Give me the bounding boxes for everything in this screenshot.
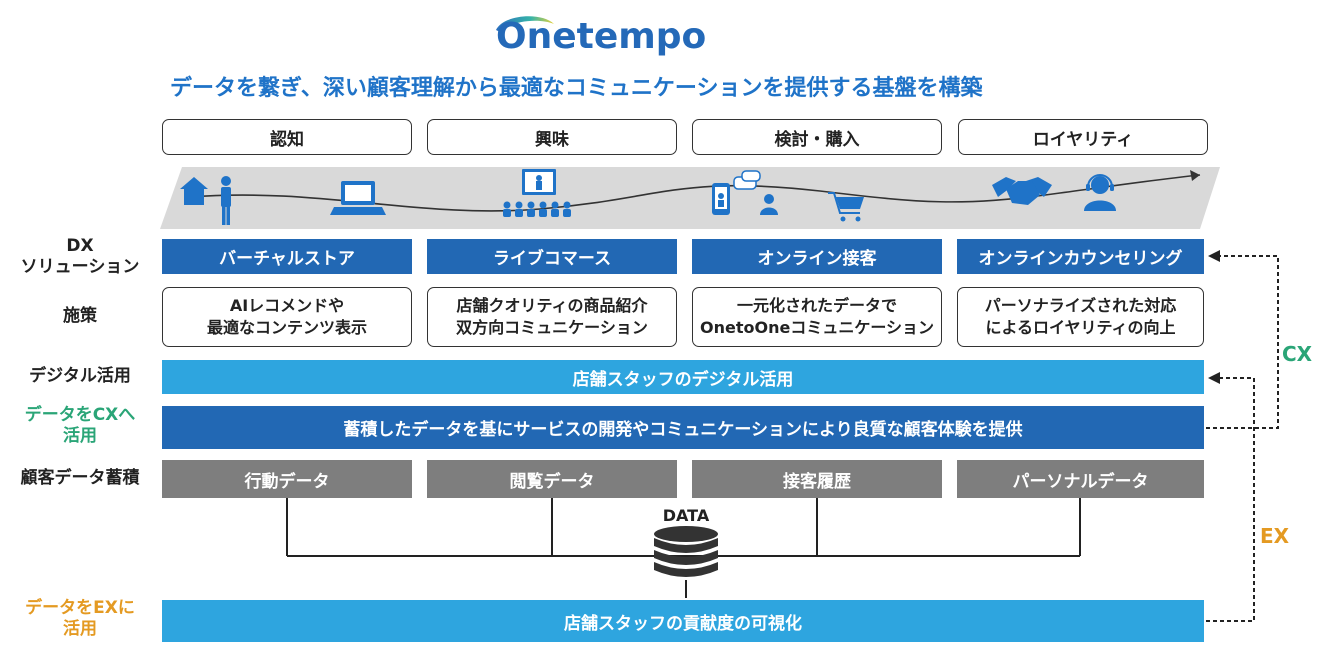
row-label-dx-solution: DX ソリューション — [20, 236, 140, 278]
stage-loyalty: ロイヤリティ — [958, 119, 1208, 155]
customer-journey-band — [160, 167, 1220, 229]
data-behavior: 行動データ — [162, 460, 412, 498]
bar-staff-contribution: 店舗スタッフの貢献度の可視化 — [162, 600, 1204, 642]
measure-product-intro: 店舗クオリティの商品紹介双方向コミュニケーション — [427, 287, 677, 347]
data-service-history: 接客履歴 — [692, 460, 942, 498]
logo-swoosh-icon — [496, 16, 554, 32]
row-label-data-to-ex: データをEXに 活用 — [25, 598, 135, 640]
laptop-icon — [330, 181, 386, 215]
bar-staff-digital: 店舗スタッフのデジタル活用 — [162, 360, 1204, 394]
mobile-chat-icon — [712, 170, 778, 215]
onetempo-logo: Onetempo — [480, 10, 740, 62]
headline: データを繋ぎ、深い顧客理解から最適なコミュニケーションを提供する基盤を構築 — [170, 76, 983, 101]
stage-awareness: 認知 — [162, 119, 412, 155]
shopping-cart-icon — [828, 192, 864, 222]
data-personal: パーソナルデータ — [957, 460, 1204, 498]
headset-operator-icon — [1084, 174, 1116, 211]
measure-ai-recommend: AIレコメンドや最適なコンテンツ表示 — [162, 287, 412, 347]
data-browsing: 閲覧データ — [427, 460, 677, 498]
dx-online-counseling: オンラインカウンセリング — [957, 239, 1204, 274]
row-label-data-to-cx: データをCXへ 活用 — [24, 405, 136, 447]
row-label-accumulation: 顧客データ蓄積 — [20, 468, 140, 488]
side-label-ex: EX — [1260, 524, 1290, 548]
dx-online-service: オンライン接客 — [692, 239, 942, 274]
handshake-icon — [992, 177, 1052, 205]
database-icon — [654, 526, 718, 577]
logo-text: Onetempo — [496, 16, 707, 57]
database-label: DATA — [662, 506, 710, 525]
row-label-digital: デジタル活用 — [29, 366, 131, 386]
bar-cx-experience: 蓄積したデータを基にサービスの開発やコミュニケーションにより良質な顧客体験を提供 — [162, 406, 1204, 449]
row-label-measures: 施策 — [63, 306, 97, 326]
home-person-icon — [180, 176, 231, 225]
audience-presentation-icon — [503, 169, 571, 217]
stage-consideration-purchase: 検討・購入 — [692, 119, 942, 155]
side-label-cx: CX — [1282, 342, 1313, 366]
stage-interest: 興味 — [427, 119, 677, 155]
dx-live-commerce: ライブコマース — [427, 239, 677, 274]
measure-loyalty: パーソナライズされた対応によるロイヤリティの向上 — [957, 287, 1204, 347]
dx-virtual-store: バーチャルストア — [162, 239, 412, 274]
